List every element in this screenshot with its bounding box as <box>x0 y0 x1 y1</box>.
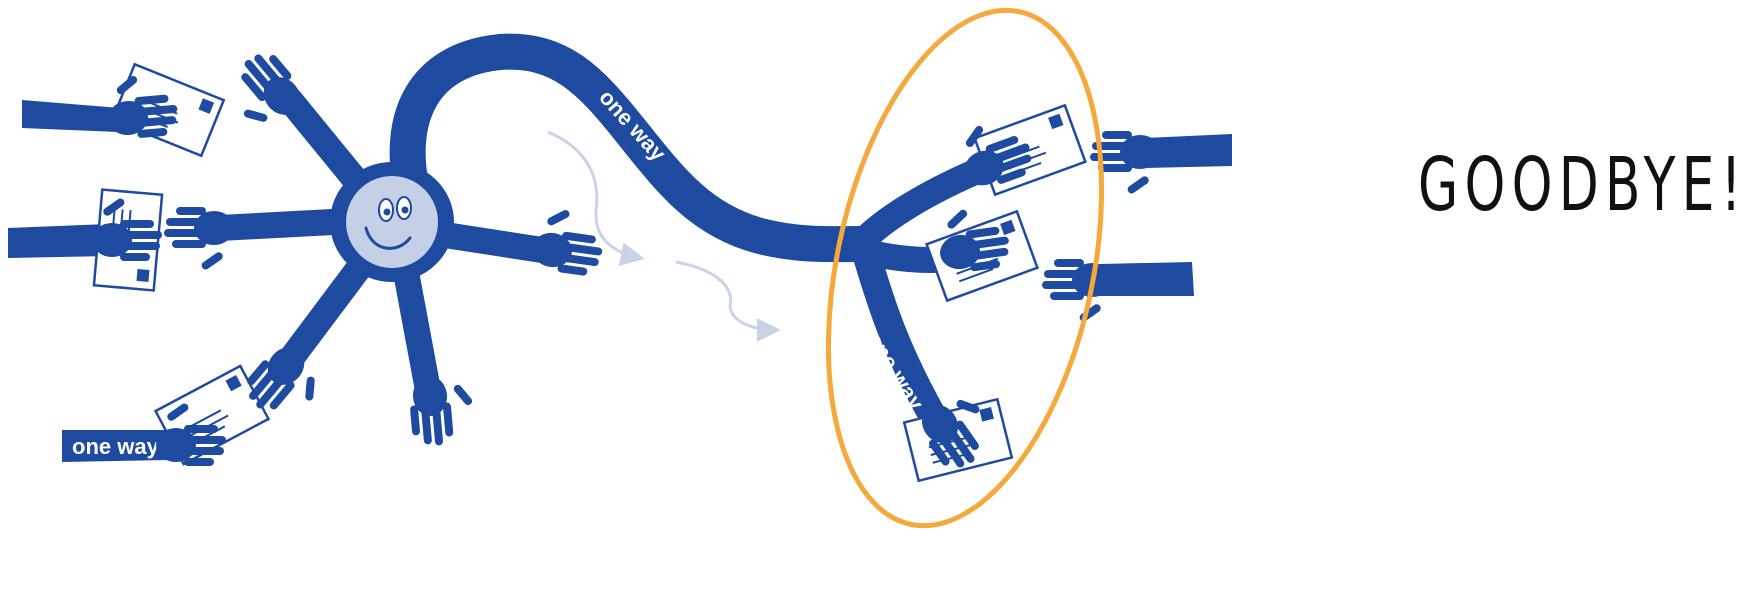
flow-arrow <box>676 262 776 330</box>
smiley-face <box>346 176 438 268</box>
neuron-body <box>330 162 454 282</box>
hand-icon <box>164 207 234 271</box>
incoming-arm-middle <box>8 190 162 291</box>
goodbye-heading: GOODBYE! <box>1418 142 1683 228</box>
axon: one way <box>408 52 860 244</box>
incoming-arm-bottom: one way <box>62 366 268 466</box>
hand-icon <box>1042 259 1112 323</box>
incoming-label: one way <box>72 434 160 459</box>
hand-icon <box>407 372 477 447</box>
incoming-arm-top <box>22 64 224 156</box>
